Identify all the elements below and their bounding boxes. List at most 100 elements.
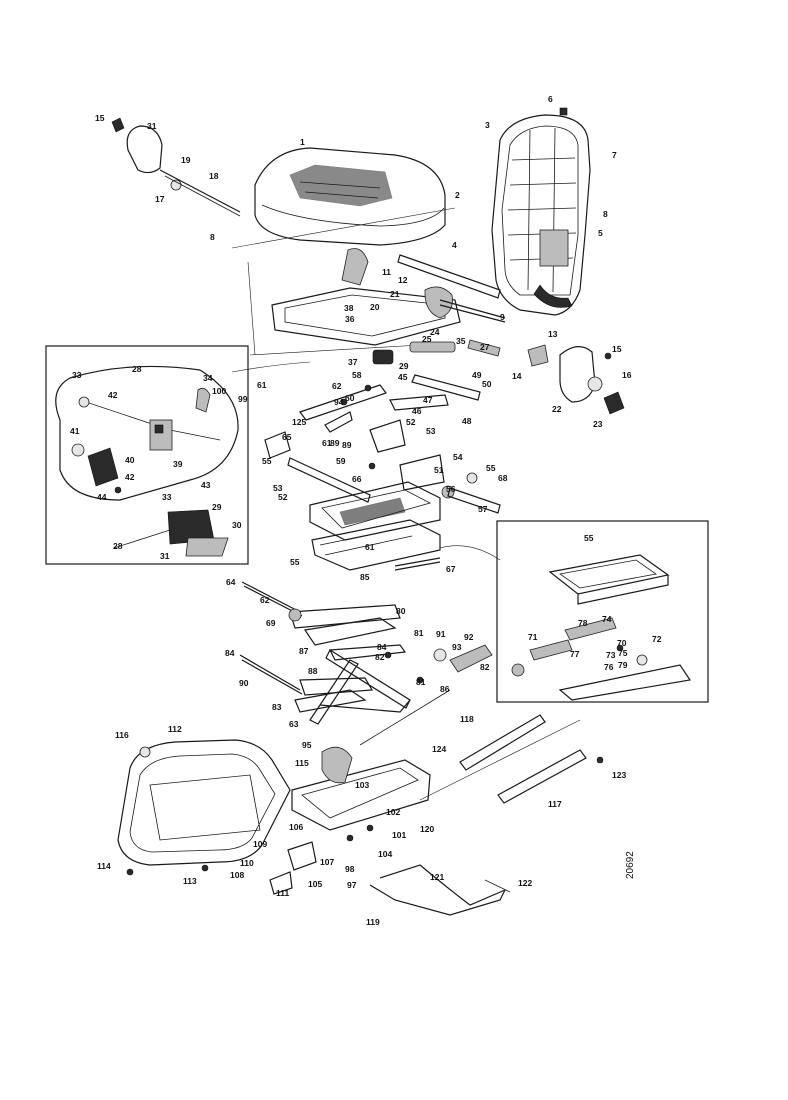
callout-label-l71: 71: [528, 632, 538, 642]
seat-slide-pan: [309, 481, 441, 571]
callout-label-l69: 69: [266, 618, 276, 628]
callout-label-l50: 50: [482, 379, 492, 389]
callout-label-l15: 15: [612, 344, 622, 354]
callout-label-l12: 12: [398, 275, 408, 285]
inset-right-detail: [496, 520, 709, 703]
callout-label-l47: 47: [423, 395, 433, 405]
seat-base: [117, 714, 604, 916]
callout-label-l99: 99: [238, 394, 248, 404]
callout-label-l111: 111: [276, 888, 290, 898]
callout-label-l103: 103: [355, 780, 369, 790]
diagram-code: 20692: [625, 851, 636, 879]
callout-label-l85: 85: [360, 572, 370, 582]
callout-label-l106: 106: [289, 822, 303, 832]
callout-label-l24: 24: [430, 327, 440, 337]
callout-label-l63: 63: [289, 719, 299, 729]
callout-label-l39: 39: [173, 459, 183, 469]
callout-label-l116: 116: [115, 730, 129, 740]
callout-label-l55b: 55: [486, 463, 496, 473]
callout-label-l97: 97: [347, 880, 357, 890]
callout-label-l75: 75: [618, 648, 628, 658]
callout-label-l101: 101: [392, 830, 406, 840]
callout-label-l124: 124: [432, 744, 446, 754]
seat-pan-frame: [271, 248, 506, 365]
callout-label-l110: 110: [240, 858, 254, 868]
callout-label-l104: 104: [378, 849, 392, 859]
callout-label-l70: 70: [617, 638, 627, 648]
callout-label-l84b: 84: [377, 642, 387, 652]
callout-label-l123: 123: [612, 770, 626, 780]
callout-label-l87: 87: [299, 646, 309, 656]
callout-label-l3: 3: [485, 120, 490, 130]
recliner-components: [527, 344, 625, 415]
callout-label-l56: 56: [446, 484, 456, 494]
callout-label-l34: 34: [203, 373, 213, 383]
inset-left-detail: [45, 345, 249, 565]
callout-label-l43: 43: [201, 480, 211, 490]
callout-label-l72: 72: [652, 634, 662, 644]
callout-label-l33: 33: [72, 370, 82, 380]
callout-label-l60: 60: [345, 393, 355, 403]
callout-label-l25: 25: [422, 334, 432, 344]
callout-label-l31: 31: [147, 121, 157, 131]
callout-label-l46: 46: [412, 406, 422, 416]
callout-label-l15b: 15: [95, 113, 105, 123]
callout-label-l115: 115: [295, 758, 309, 768]
callout-label-l20: 20: [370, 302, 380, 312]
callout-label-l1: 1: [300, 137, 305, 147]
callout-label-l105: 105: [308, 879, 322, 889]
callout-label-l40: 40: [125, 455, 135, 465]
callout-label-l28: 28: [132, 364, 142, 374]
callout-label-l14: 14: [512, 371, 522, 381]
callout-labels: 1234567889111213141515161718192021222324…: [70, 94, 662, 927]
callout-label-l100: 100: [212, 386, 226, 396]
callout-label-l108: 108: [230, 870, 244, 880]
callout-label-l29b: 29: [212, 502, 222, 512]
callout-label-l38: 38: [344, 303, 354, 313]
callout-label-l62: 62: [332, 381, 342, 391]
callout-label-l64: 64: [226, 577, 236, 587]
callout-label-l55c: 55: [290, 557, 300, 567]
callout-label-l48: 48: [462, 416, 472, 426]
callout-label-l86: 86: [440, 684, 450, 694]
callout-label-l82b: 82: [375, 652, 385, 662]
callout-label-l19: 19: [181, 155, 191, 165]
callout-label-l95: 95: [302, 740, 312, 750]
callout-label-l81b: 81: [416, 677, 426, 687]
callout-label-l7: 7: [612, 150, 617, 160]
callout-label-l13: 13: [548, 329, 558, 339]
callout-label-l76: 76: [604, 662, 614, 672]
callout-label-l8b: 8: [603, 209, 608, 219]
seat-cushion: [254, 147, 446, 246]
callout-label-l44: 44: [97, 492, 107, 502]
callout-label-l37: 37: [348, 357, 358, 367]
callout-label-l109: 109: [253, 839, 267, 849]
callout-label-l5: 5: [598, 228, 603, 238]
callout-label-l91: 91: [436, 629, 446, 639]
callout-label-l55: 55: [262, 456, 272, 466]
callout-label-l80: 80: [396, 606, 406, 616]
callout-label-l8: 8: [210, 232, 215, 242]
callout-label-l90: 90: [239, 678, 249, 688]
callout-label-l35: 35: [456, 336, 466, 346]
callout-label-l114: 114: [97, 861, 111, 871]
callout-label-l93: 93: [452, 642, 462, 652]
callout-label-l52b: 52: [406, 417, 416, 427]
lumbar-knob-assembly: [111, 117, 241, 217]
callout-label-l78: 78: [578, 618, 588, 628]
callout-label-l94: 94: [334, 397, 344, 407]
callout-label-l4: 4: [452, 240, 457, 250]
callout-label-l125: 125: [292, 417, 306, 427]
callout-label-l67: 67: [446, 564, 456, 574]
callout-label-l45: 45: [398, 372, 408, 382]
callout-label-l11: 11: [382, 267, 391, 277]
callout-label-l82: 82: [480, 662, 490, 672]
callout-label-l9: 9: [500, 312, 505, 322]
callout-label-l28b: 28: [113, 541, 123, 551]
callout-label-l83: 83: [272, 702, 282, 712]
callout-label-l54: 54: [453, 452, 463, 462]
callout-label-l36: 36: [345, 314, 355, 324]
seat-back-frame: [491, 107, 591, 316]
callout-label-l41: 41: [70, 426, 80, 436]
